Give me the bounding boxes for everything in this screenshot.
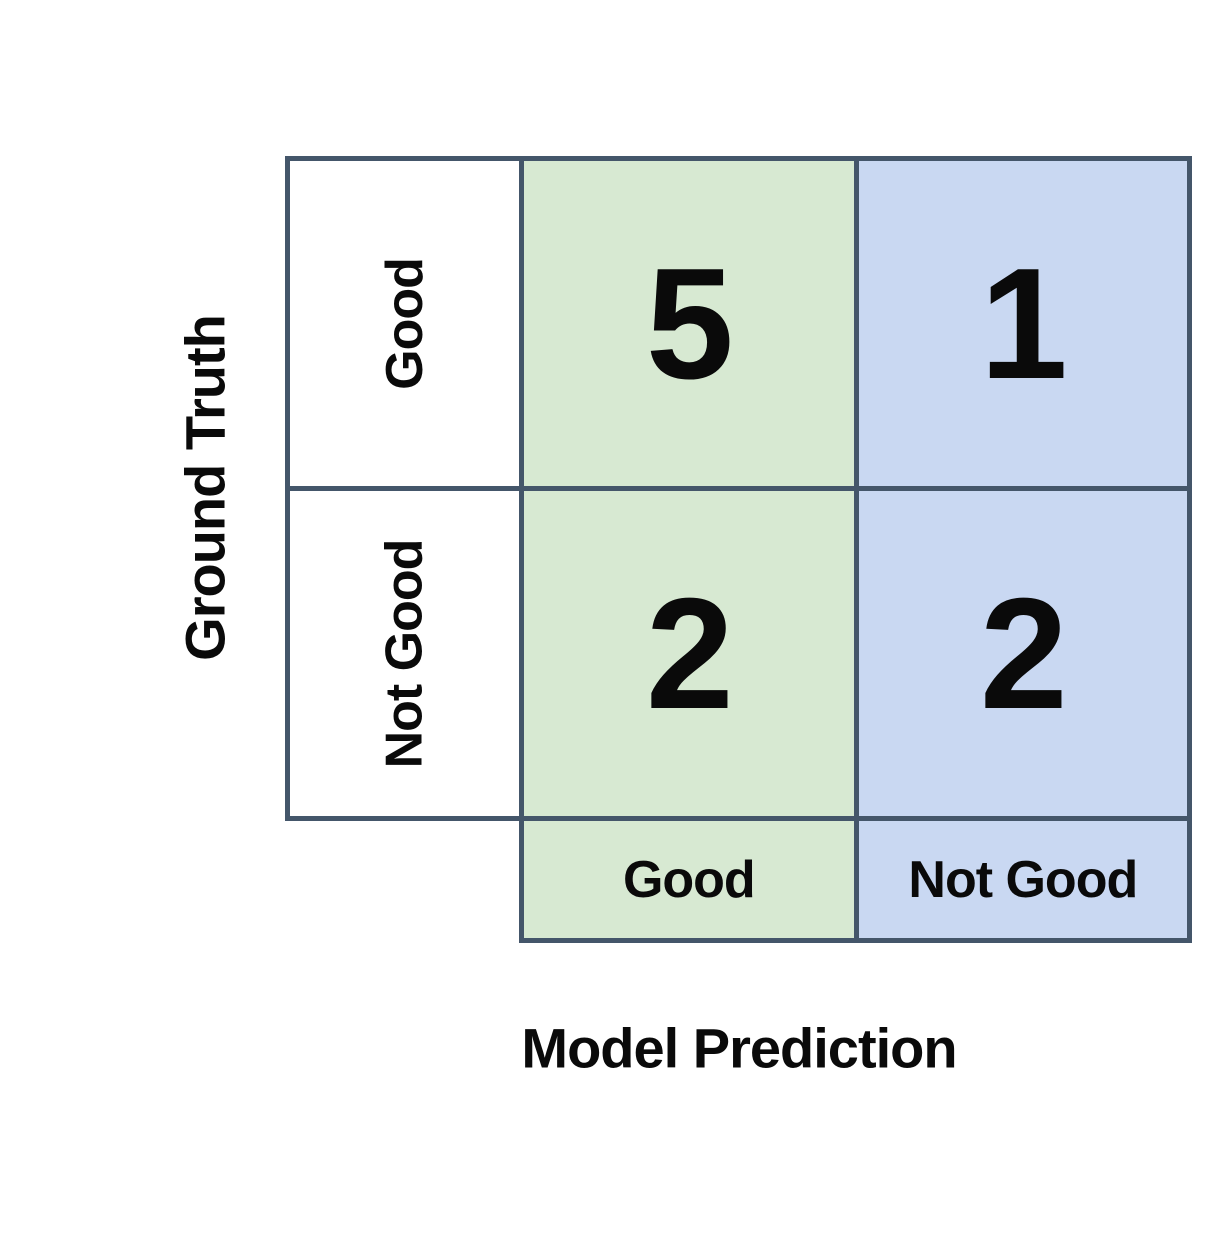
cell-true-good-pred-not-good: 1 [853,156,1192,491]
column-label-good: Good [518,816,859,943]
cell-true-good-pred-good: 5 [518,156,859,491]
x-axis-title: Model Prediction [521,1016,957,1080]
y-axis-title: Ground Truth [173,315,237,661]
column-label-not-good: Not Good [853,816,1192,943]
matrix-row-good: Good 5 1 [285,156,1192,491]
matrix-row-not-good: Not Good 2 2 [285,486,1192,821]
cell-true-not-good-pred-not-good: 2 [853,486,1192,821]
row-label-cell-good: Good [285,156,524,491]
row-label-not-good: Not Good [375,539,434,768]
empty-corner-cell [288,819,522,941]
confusion-matrix-table: Good 5 1 Not Good 2 2 Good Not Good [285,156,1192,943]
matrix-column-labels-row: Good Not Good [288,816,1192,943]
cell-true-not-good-pred-good: 2 [518,486,859,821]
row-label-cell-not-good: Not Good [285,486,524,821]
row-label-good: Good [375,257,434,390]
